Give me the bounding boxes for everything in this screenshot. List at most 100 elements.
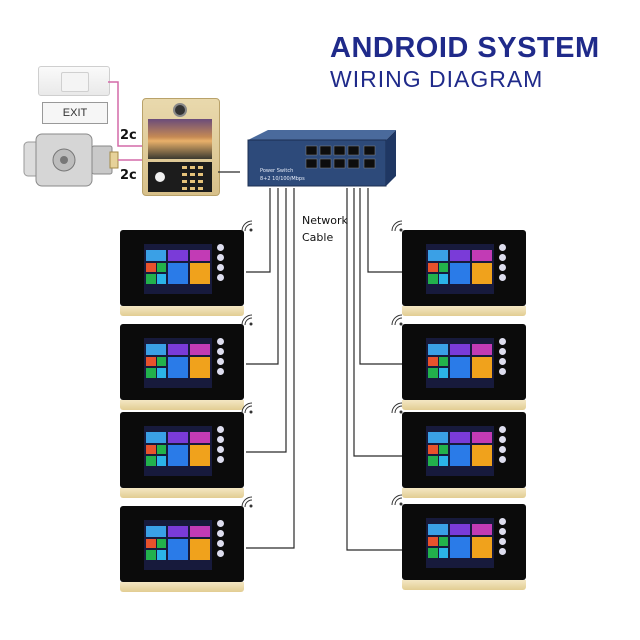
monitor-tile [472,432,492,443]
monitor-tile [439,537,448,546]
monitor-tile [450,432,470,443]
monitor-tile [428,274,438,284]
monitor-tile [472,344,492,355]
monitor-tile [472,263,492,284]
wire-label-2c-top: 2c [120,128,137,143]
monitor-tile [157,456,166,466]
network-cable-label: Network Cable [302,212,348,246]
monitor-tile [450,357,470,378]
monitor-tile [146,344,166,355]
monitor-screen [426,426,494,476]
network-switch: Power Switch 8+2 10/100/Mbps [240,128,400,190]
monitor-tile [146,539,156,548]
monitor-tile [472,357,492,378]
switch-spec: 8+2 10/100/Mbps [260,176,305,182]
monitor-tile [439,456,448,466]
monitor-tile [472,537,492,558]
monitor-tile [168,432,188,443]
monitor-screen [144,338,212,388]
monitor-tile [157,274,166,284]
monitor-tile [146,250,166,261]
monitor-tile [146,456,156,466]
monitor-tile [146,357,156,366]
monitor-tile [428,524,448,535]
monitor-tile [428,357,438,366]
wifi-icon [391,314,403,326]
monitor-tile [190,263,210,284]
indoor-monitor-left-1 [120,230,244,316]
monitor-tile [439,368,448,378]
monitor-tile [450,250,470,261]
monitor-screen [426,518,494,568]
network-cable-label-line2: Cable [302,231,334,244]
wifi-icon [241,314,253,326]
monitor-app-tiles [146,526,210,560]
monitor-tile [428,456,438,466]
cable-left-3 [246,188,287,453]
exit-label: EXIT [42,102,108,124]
door-station-screen [148,119,212,159]
monitor-tile [157,550,166,560]
monitor-tile [190,526,210,537]
indoor-monitor-left-2 [120,324,244,410]
monitor-tile [190,344,210,355]
monitor-tile [157,539,166,548]
monitor-screen [426,244,494,294]
monitor-tile [190,539,210,560]
door-station-keypad [148,162,212,192]
cable-right-3 [353,188,402,457]
indoor-monitor-right-3 [402,412,526,498]
monitor-screen [144,426,212,476]
monitor-tile [428,432,448,443]
monitor-tile [439,357,448,366]
monitor-app-tiles [428,344,492,378]
monitor-tile [168,539,188,560]
monitor-tile [168,357,188,378]
electric-lock-icon [23,133,119,187]
monitor-tile [472,524,492,535]
monitor-app-tiles [146,344,210,378]
monitor-tile [157,368,166,378]
monitor-tile [190,357,210,378]
switch-label: Power Switch [260,168,294,174]
camera-icon [173,103,187,117]
monitor-tile [157,263,166,272]
monitor-tile [190,445,210,466]
indoor-monitor-left-3 [120,412,244,498]
wifi-icon [241,496,253,508]
monitor-tile [146,368,156,378]
wifi-icon [241,220,253,232]
monitor-tile [146,550,156,560]
monitor-tile [146,526,166,537]
monitor-tile [450,445,470,466]
monitor-tile [439,263,448,272]
wire-label-2c-bottom: 2c [120,168,137,183]
monitor-app-tiles [428,432,492,466]
door-station [142,98,220,196]
monitor-app-tiles [146,250,210,284]
monitor-screen [144,520,212,570]
monitor-screen [426,338,494,388]
monitor-tile [450,524,470,535]
monitor-tile [472,250,492,261]
monitor-tile [190,432,210,443]
monitor-tile [157,357,166,366]
monitor-tile [157,445,166,454]
exit-button-device [38,66,110,96]
wifi-icon [391,220,403,232]
monitor-tile [450,537,470,558]
wifi-icon [391,494,403,506]
monitor-tile [428,537,438,546]
monitor-tile [428,368,438,378]
monitor-tile [146,432,166,443]
cable-right-1 [367,188,402,273]
monitor-tile [168,344,188,355]
wifi-icon [241,402,253,414]
indoor-monitor-right-2 [402,324,526,410]
network-cable-label-line1: Network [302,214,348,227]
monitor-tile [146,445,156,454]
indoor-monitor-right-4 [402,504,526,590]
monitor-app-tiles [428,524,492,558]
monitor-tile [168,526,188,537]
